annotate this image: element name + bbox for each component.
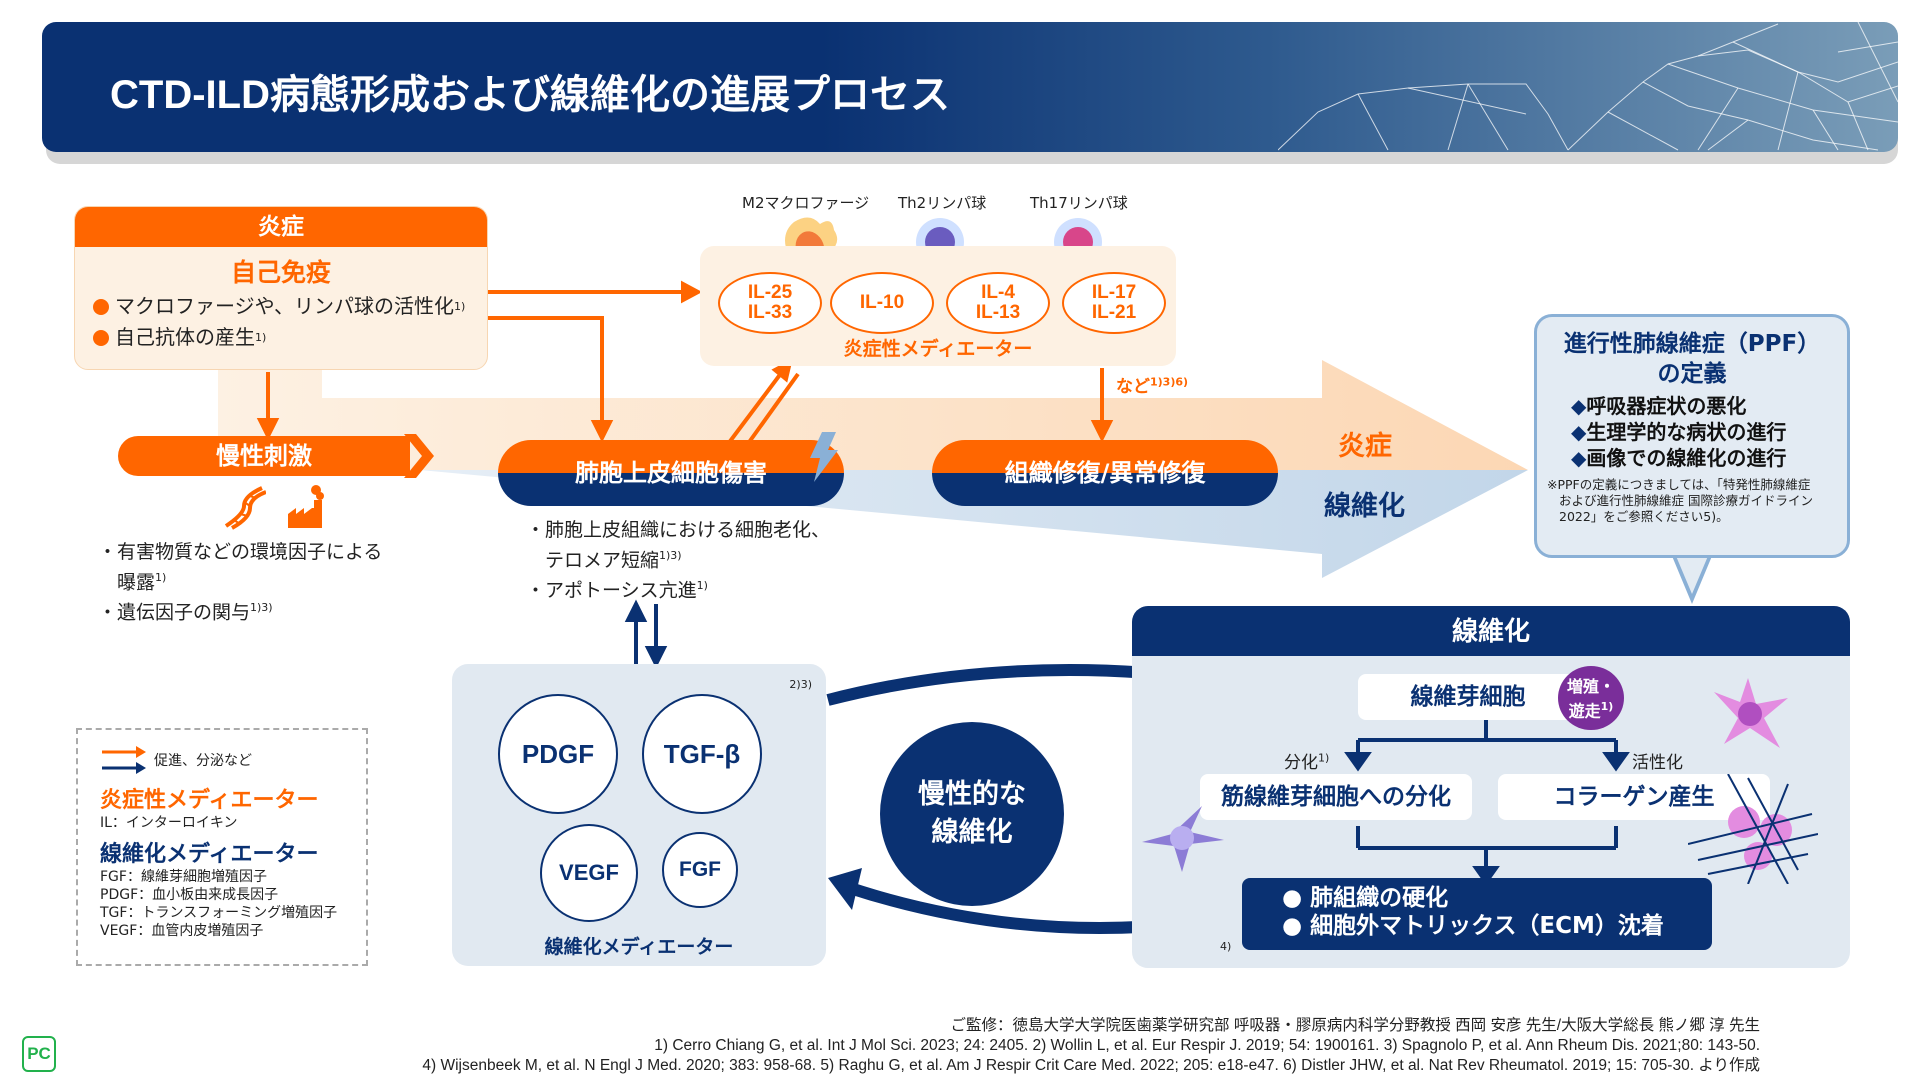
- proliferation-badge: 増殖・ 遊走1): [1558, 666, 1624, 730]
- pdgf-circle: PDGF: [498, 694, 618, 814]
- myofibroblast-cell-icon: [1142, 806, 1224, 872]
- chronic-stimulus-pill: 慢性刺激: [118, 436, 410, 476]
- footer-references: ご監修：徳島大学大学院医歯薬学研究部 呼吸器・膠原病内科学分野教授 西岡 安彦 …: [422, 1016, 1760, 1076]
- bullet-icon: [93, 298, 109, 315]
- pc-logo: PC: [22, 1036, 56, 1072]
- fibrosis-mediator-label: 線維化メディエーター: [544, 936, 734, 958]
- epithelial-injury-pill: 肺胞上皮細胞傷害: [498, 440, 844, 506]
- note-line: ・肺胞上皮組織における細胞老化、: [526, 519, 831, 541]
- note-line: テロメア短縮1)3): [526, 549, 682, 572]
- diamond-icon: ◆: [1571, 394, 1587, 418]
- fibrosis-mediator-panel: 2)3) PDGF TGF-β VEGF FGF 線維化メディエーター: [452, 664, 826, 966]
- note-line: ・アポトーシス亢進1): [526, 579, 708, 602]
- legend-inflammatory-heading: 炎症性メディエーター: [100, 788, 319, 813]
- fibrosis-heading: 線維化: [1132, 606, 1850, 656]
- reference-line: 1) Cerro Chiang G, et al. Int J Mol Sci.…: [654, 1037, 1760, 1054]
- chronic-stimulus-notes: ・有害物質などの環境因子による 曝露1) ・遺伝因子の関与1)3): [98, 540, 382, 626]
- tissue-repair-pill: 組織修復/異常修復: [932, 440, 1278, 506]
- collagen-fibers-icon: [1688, 774, 1818, 884]
- collagen-card: コラーゲン産生: [1498, 774, 1770, 820]
- lightning-icon: [810, 432, 838, 482]
- ppf-note: ※PPFの定義につきましては、「特発性肺線維症 および進行性肺線維症 国際診療ガ…: [1547, 477, 1813, 524]
- note-line: 曝露1): [98, 571, 167, 594]
- diamond-icon: ◆: [1571, 446, 1587, 470]
- header-banner: [42, 22, 1898, 152]
- fibroblast-card: 線維芽細胞: [1358, 674, 1578, 720]
- inflammation-heading: 炎症: [75, 207, 487, 247]
- flow-inflammation-label: 炎症: [1338, 431, 1392, 462]
- result-item: ● 肺組織の硬化: [1282, 885, 1449, 911]
- legend-il-abbr: IL：インターロイキン: [100, 815, 238, 831]
- diamond-icon: ◆: [1571, 420, 1587, 444]
- differentiation-label: 分化1): [1284, 751, 1330, 773]
- page-title: CTD-ILD病態形成および線維化の進展プロセス: [110, 73, 950, 117]
- chronic-fibrosis-circle: 慢性的な 線維化: [880, 722, 1064, 906]
- il-10-oval: IL-10: [830, 272, 934, 334]
- result-item: ● 細胞外マトリックス（ECM）沈着: [1282, 913, 1664, 939]
- dna-icon: [224, 486, 266, 530]
- mediator-reference: 2)3): [789, 678, 812, 691]
- tgf-beta-circle: TGF-β: [642, 694, 762, 814]
- note-line: ・有害物質などの環境因子による: [98, 541, 383, 563]
- network-pattern-icon: [1278, 22, 1898, 151]
- fibroblast-cell-icon: [1714, 678, 1788, 748]
- ppf-title: 進行性肺線維症（PPF） の定義: [1563, 331, 1821, 387]
- fibrosis-result-card: ● 肺組織の硬化 ● 細胞外マトリックス（ECM）沈着: [1242, 878, 1712, 950]
- legend: 促進、分泌など 炎症性メディエーター IL：インターロイキン 線維化メディエータ…: [76, 728, 368, 966]
- etc-label: など1)3)6): [1116, 375, 1189, 397]
- inflammatory-mediator-label: 炎症性メディエーター: [843, 338, 1033, 360]
- chevron-right-icon: [404, 434, 434, 478]
- note-line: ・遺伝因子の関与1)3): [98, 601, 273, 624]
- arrow-legend-label: 促進、分泌など: [154, 753, 252, 769]
- ppf-criterion: ◆画像での線維化の進行: [1571, 446, 1787, 470]
- th17-lymphocyte-label: Th17リンパ球: [1030, 194, 1128, 212]
- fibrosis-flow-connectors: [1344, 720, 1630, 886]
- autoimmunity-heading: 自己免疫: [230, 258, 331, 287]
- arrow-legend-icon: [102, 746, 146, 774]
- legend-abbr-list: FGF：線維芽細胞増殖因子 PDGF：血小板由来成長因子 TGF：トランスフォー…: [100, 869, 338, 939]
- ppf-definition-callout: 進行性肺線維症（PPF） の定義 ◆呼吸器症状の悪化 ◆生理学的な病状の進行 ◆…: [1534, 314, 1850, 558]
- flow-fibrosis-label: 線維化: [1324, 491, 1405, 522]
- epithelial-injury-notes: ・肺胞上皮組織における細胞老化、 テロメア短縮1)3) ・アポトーシス亢進1): [526, 518, 830, 604]
- legend-fibrosis-heading: 線維化メディエーター: [100, 842, 319, 867]
- ppf-criterion: ◆生理学的な病状の進行: [1571, 420, 1787, 444]
- factory-icon: [288, 485, 324, 528]
- fgf-circle: FGF: [662, 832, 738, 908]
- reference-line: 4) Wijsenbeek M, et al. N Engl J Med. 20…: [422, 1057, 1760, 1074]
- result-reference: 4): [1220, 940, 1232, 953]
- vegf-circle: VEGF: [540, 824, 638, 922]
- supervision-credit: ご監修：徳島大学大学院医歯薬学研究部 呼吸器・膠原病内科学分野教授 西岡 安彦 …: [950, 1017, 1760, 1034]
- activation-label: 活性化: [1632, 753, 1683, 773]
- ppf-criterion: ◆呼吸器症状の悪化: [1571, 394, 1747, 418]
- m2-macrophage-label: M2マクロファージ: [742, 194, 870, 212]
- th2-lymphocyte-label: Th2リンパ球: [898, 194, 987, 212]
- bullet-icon: [93, 329, 109, 346]
- myofibroblast-card: 筋線維芽細胞への分化: [1200, 774, 1472, 820]
